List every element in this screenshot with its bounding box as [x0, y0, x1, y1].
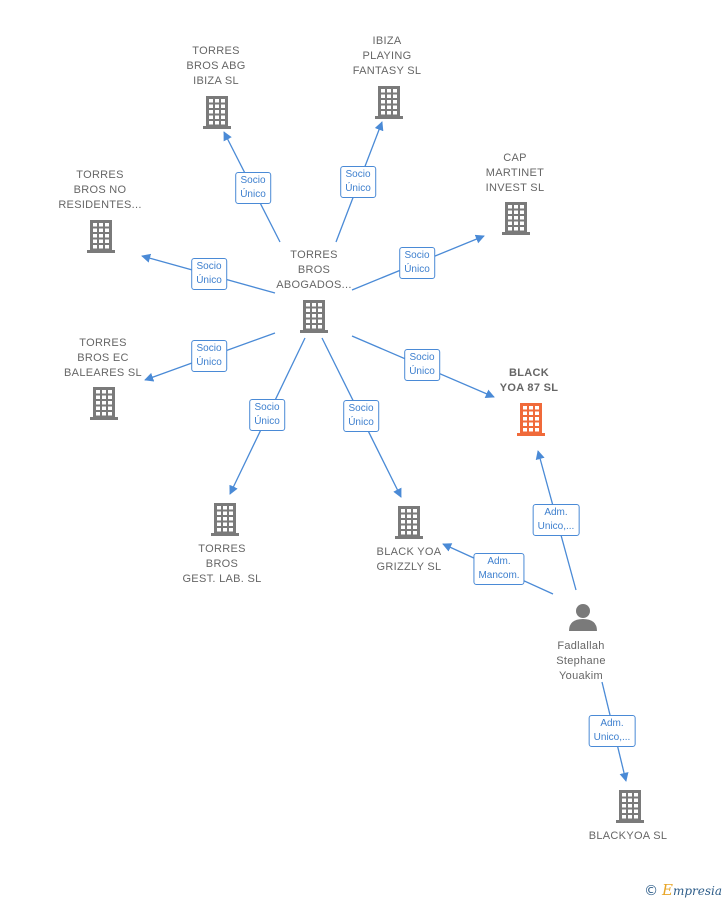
- node-label-black87[interactable]: BLACK YOA 87 SL: [499, 367, 559, 394]
- building-icon[interactable]: [203, 96, 231, 129]
- building-icon[interactable]: [211, 503, 239, 536]
- empresia-logo: © Empresia: [644, 881, 722, 899]
- edge-label[interactable]: Socio Único: [340, 166, 376, 198]
- building-icon[interactable]: [517, 403, 545, 436]
- node-label-grizzly[interactable]: BLACK YOA GRIZZLY SL: [376, 546, 442, 573]
- building-icon[interactable]: [87, 220, 115, 253]
- edge-label[interactable]: Socio Único: [249, 399, 285, 431]
- edge-label[interactable]: Socio Único: [191, 340, 227, 372]
- edge-label[interactable]: Socio Único: [399, 247, 435, 279]
- edge-label[interactable]: Socio Único: [235, 172, 271, 204]
- building-icon[interactable]: [395, 506, 423, 539]
- edge-label[interactable]: Adm. Mancom.: [473, 553, 525, 585]
- node-label-baleares[interactable]: TORRES BROS EC BALEARES SL: [64, 337, 142, 379]
- edge-label[interactable]: Socio Único: [404, 349, 440, 381]
- building-icon[interactable]: [616, 790, 644, 823]
- building-icon[interactable]: [502, 202, 530, 235]
- copyright-icon: ©: [644, 883, 659, 899]
- node-label-ibiza_playing[interactable]: IBIZA PLAYING FANTASY SL: [352, 35, 422, 77]
- node-label-root[interactable]: TORRES BROS ABOGADOS...: [276, 249, 352, 291]
- node-label-cap_martinet[interactable]: CAP MARTINET INVEST SL: [485, 152, 545, 194]
- building-icon[interactable]: [375, 86, 403, 119]
- edge-label[interactable]: Socio Único: [343, 400, 379, 432]
- node-label-ibiza_abg[interactable]: TORRES BROS ABG IBIZA SL: [186, 45, 246, 87]
- node-label-blackyoa[interactable]: BLACKYOA SL: [588, 830, 668, 842]
- node-label-person[interactable]: Fadlallah Stephane Youakim: [556, 640, 606, 682]
- building-icon[interactable]: [90, 387, 118, 420]
- person-icon[interactable]: [569, 604, 597, 631]
- edge-label[interactable]: Adm. Unico,...: [532, 504, 580, 536]
- node-label-no_residentes[interactable]: TORRES BROS NO RESIDENTES...: [58, 169, 142, 211]
- edge-label[interactable]: Socio Único: [191, 258, 227, 290]
- edge-label[interactable]: Adm. Unico,...: [588, 715, 636, 747]
- node-label-gest_lab[interactable]: TORRES BROS GEST. LAB. SL: [182, 543, 262, 585]
- building-icon[interactable]: [300, 300, 328, 333]
